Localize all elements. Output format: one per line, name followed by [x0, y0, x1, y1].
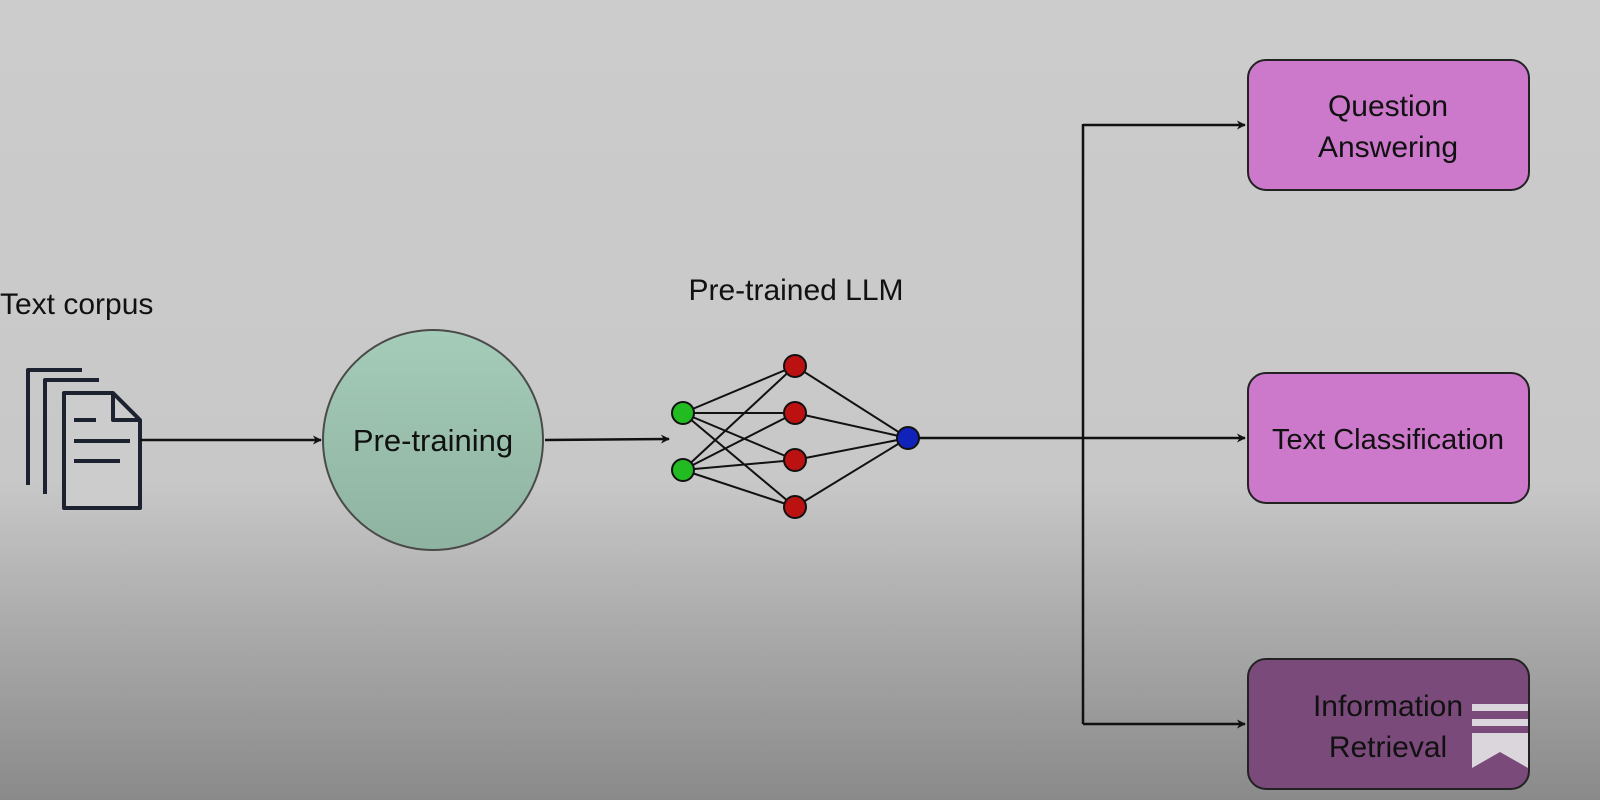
hidden-node: [783, 354, 807, 378]
task-label: Answering: [1318, 131, 1458, 164]
corpus-label: Text corpus: [0, 288, 153, 321]
pretrained-llm-label: Pre-trained LLM: [688, 274, 903, 307]
pretraining-label: Pre-training: [353, 423, 513, 458]
hidden-node: [783, 448, 807, 472]
branch-connectors: [919, 120, 1246, 729]
network-edges: [682, 365, 909, 508]
task-text-classification: Text Classification: [1247, 372, 1530, 504]
neural-network-icon: [671, 354, 920, 519]
task-label: Text Classification: [1272, 424, 1504, 456]
hidden-node: [783, 401, 807, 425]
task-information-retrieval: Information Retrieval: [1247, 658, 1530, 790]
hidden-node: [783, 495, 807, 519]
documents-icon: [26, 368, 142, 510]
arrow-pretraining-to-llm: [544, 434, 670, 444]
input-node: [671, 401, 695, 425]
output-node: [896, 426, 920, 450]
bookmark-logo-icon: [1472, 704, 1528, 768]
task-label: Retrieval: [1329, 731, 1447, 764]
input-node: [671, 458, 695, 482]
task-label: Question: [1328, 90, 1448, 123]
pretraining-node: Pre-training: [322, 329, 544, 551]
task-question-answering: Question Answering: [1247, 59, 1530, 191]
task-label: Information: [1313, 690, 1463, 723]
